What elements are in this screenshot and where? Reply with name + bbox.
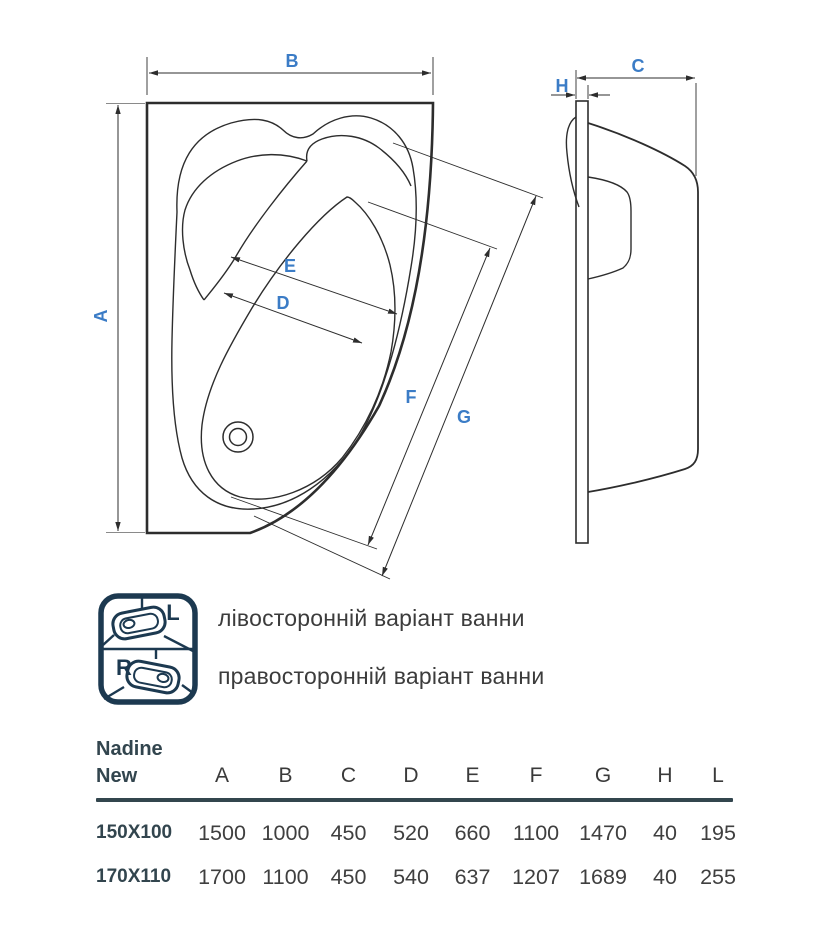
rim-swoosh-right-edge xyxy=(203,160,308,301)
table-cell: 540 xyxy=(393,864,429,889)
side-view xyxy=(565,100,699,544)
rim-flange xyxy=(565,116,580,208)
table-cell: 1700 xyxy=(198,864,246,889)
dimension-lines xyxy=(106,57,697,580)
table-header-rule xyxy=(96,798,733,802)
dimension-labels: B A E D F G C H xyxy=(91,51,645,427)
tub-outer-contour xyxy=(145,101,435,535)
column-header: H xyxy=(657,764,673,787)
table-cell: 40 xyxy=(653,864,677,889)
left-variant-tub-icon xyxy=(111,605,167,641)
table-title-line1: Nadine xyxy=(96,738,163,760)
plan-view xyxy=(145,101,435,535)
dimensions-table: Nadine New A B C D E F G H L 150X100 150… xyxy=(90,736,750,898)
dim-line-F xyxy=(367,247,491,546)
left-right-variant-icon: L R xyxy=(98,593,198,705)
right-variant-tub-icon xyxy=(125,659,181,695)
label-B: B xyxy=(286,51,299,71)
table-cell: 450 xyxy=(330,864,367,889)
tub-basin xyxy=(200,196,396,500)
rim-inner-right-line xyxy=(305,134,412,187)
profile-seat xyxy=(587,176,632,280)
table-cell: 520 xyxy=(393,820,429,845)
table-cell: 1207 xyxy=(512,864,560,889)
icon-letter-R: R xyxy=(116,655,132,680)
table-cell: 660 xyxy=(454,820,491,845)
table-row: 150X100 1500 1000 450 520 660 1100 1470 … xyxy=(90,810,750,856)
dim-line-G xyxy=(381,195,537,577)
table-cell: 1100 xyxy=(512,820,560,845)
bottom-corner-lines xyxy=(103,649,194,701)
table-cell: 255 xyxy=(700,864,736,889)
table-cell: 195 xyxy=(700,820,736,845)
dim-line-D xyxy=(223,292,363,344)
left-variant-caption: лівосторонній варіант ванни xyxy=(218,605,525,631)
right-variant-caption: правосторонній варіант ванни xyxy=(218,663,545,689)
icon-border xyxy=(98,593,198,705)
column-header: F xyxy=(529,764,543,787)
table-cell: 1000 xyxy=(261,820,310,845)
column-header: C xyxy=(340,764,357,787)
column-header: E xyxy=(465,764,480,787)
table-cell: 1100 xyxy=(262,864,309,889)
column-header: D xyxy=(403,764,419,787)
tub-rim-line xyxy=(171,115,417,510)
table-cell: 450 xyxy=(330,820,367,845)
label-D: D xyxy=(277,293,290,313)
table-cell: 40 xyxy=(653,820,677,845)
table-cell: 1470 xyxy=(579,820,627,845)
column-header: B xyxy=(278,764,293,787)
label-E: E xyxy=(284,256,296,276)
column-header: A xyxy=(214,764,229,787)
table-row: 170X110 1700 1100 450 540 637 1207 1689 … xyxy=(90,856,750,898)
row-label: 170X110 xyxy=(96,866,172,887)
profile-outer xyxy=(587,122,699,493)
label-C: C xyxy=(632,56,645,76)
label-F: F xyxy=(406,387,417,407)
table-title-line2: New xyxy=(96,765,138,787)
rim-swoosh-left-edge xyxy=(181,153,308,301)
drain-icon xyxy=(222,421,254,453)
column-header: G xyxy=(594,764,612,787)
table-header-row: Nadine New A B C D E F G H L xyxy=(90,736,750,791)
label-A: A xyxy=(91,310,111,323)
dim-line-E xyxy=(230,256,398,315)
label-G: G xyxy=(457,407,471,427)
table-cell: 1500 xyxy=(198,820,246,845)
table-title: Nadine New xyxy=(90,736,190,791)
table-cell: 1689 xyxy=(579,864,627,889)
row-label: 150X100 xyxy=(96,822,173,843)
icon-letter-L: L xyxy=(166,600,179,625)
table-cell: 637 xyxy=(454,864,491,889)
wall-panel xyxy=(575,100,589,544)
technical-drawing: B A E D F G C H xyxy=(91,51,699,580)
column-header: L xyxy=(712,764,724,787)
label-H: H xyxy=(556,76,569,96)
